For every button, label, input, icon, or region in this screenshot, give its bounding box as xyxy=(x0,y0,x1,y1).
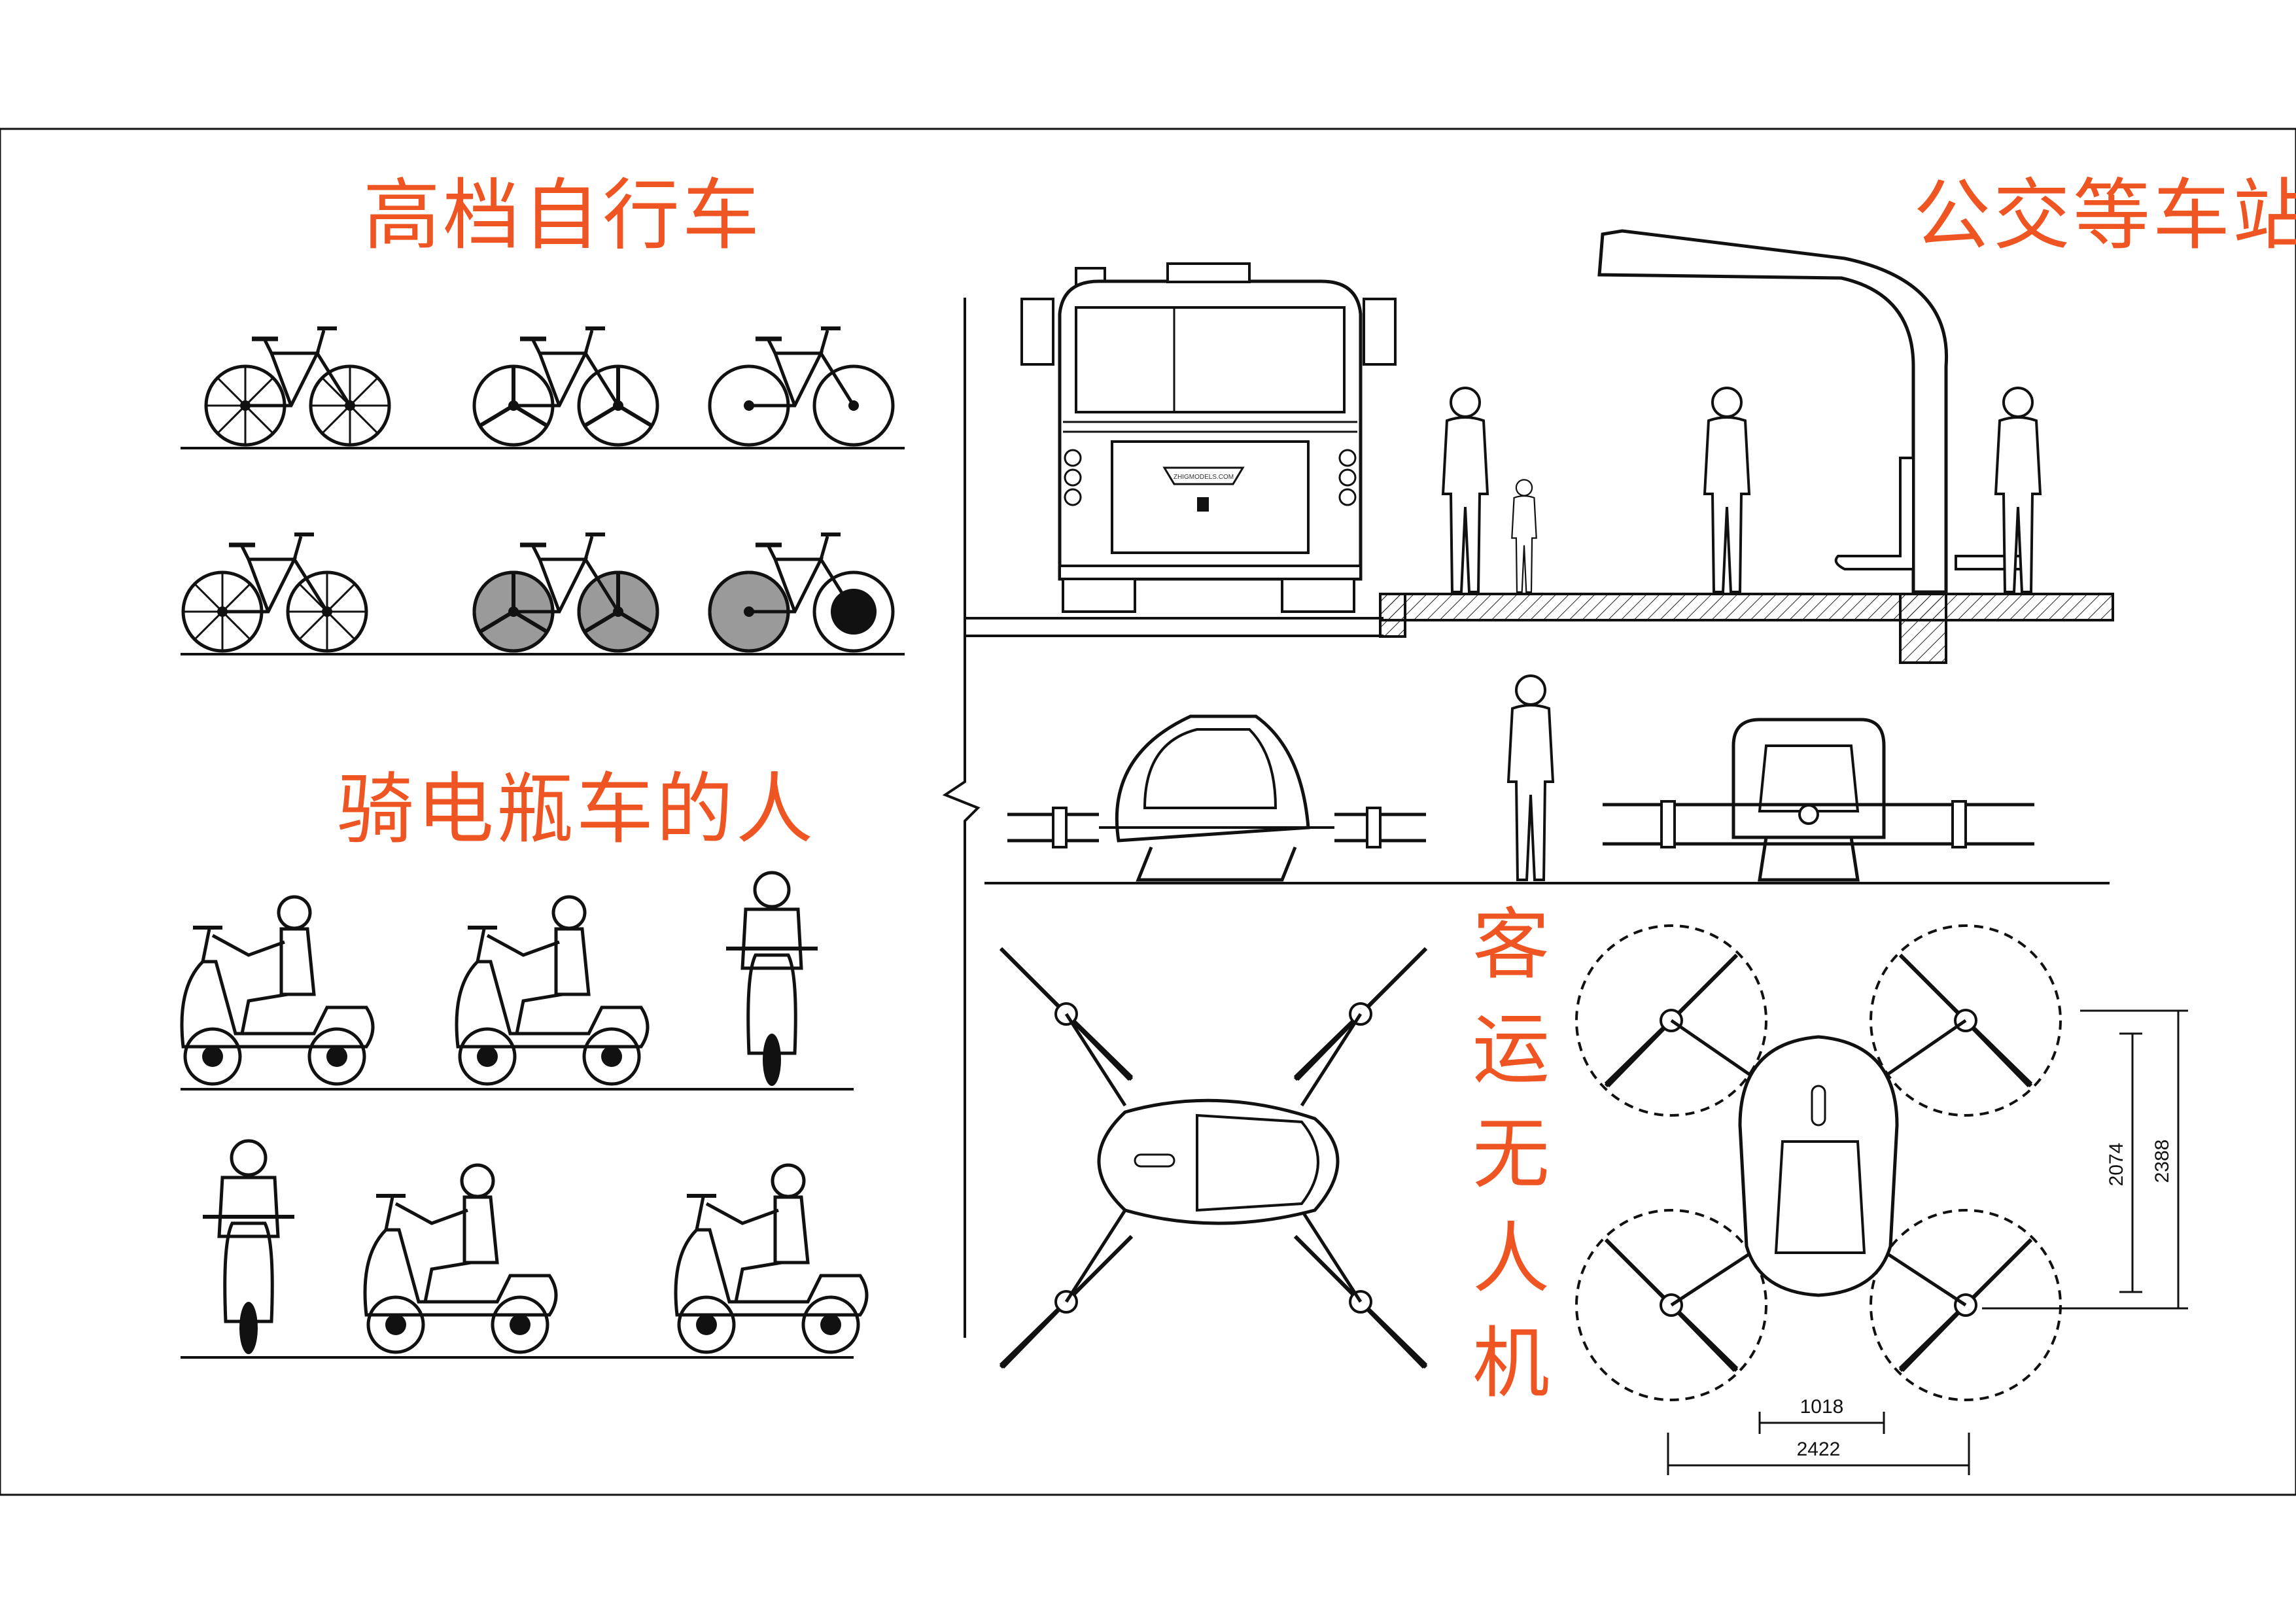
dimension-label-width-outer: 2422 xyxy=(1797,1439,1841,1460)
scooter-rider-icon xyxy=(676,1165,867,1352)
platform xyxy=(1379,593,2114,621)
passenger-drone-icon xyxy=(1603,718,2034,882)
sheet-frame xyxy=(0,128,2296,1496)
drone-top-view-icon xyxy=(1575,924,2062,1401)
title-drone-char: 机 xyxy=(1472,1318,1550,1408)
scooter-rider-icon xyxy=(365,1165,556,1352)
bikes-section xyxy=(181,328,905,655)
dimension-label-length-inner: 2074 xyxy=(2106,1143,2127,1187)
bicycle-icon xyxy=(710,534,893,651)
bicycle-icon xyxy=(710,328,893,445)
pedestrian-icon xyxy=(1442,387,1489,593)
bicycle-icon xyxy=(183,534,366,651)
dimension-label-length-outer: 2388 xyxy=(2151,1140,2173,1183)
drone-top-view-icon xyxy=(1001,949,1426,1367)
scooter-rider-icon xyxy=(457,897,648,1084)
bus-front-icon: ZHIGMODELS.COM xyxy=(1020,262,1397,613)
section-divider xyxy=(942,298,981,1338)
bus-plate-text: ZHIGMODELS.COM xyxy=(1174,474,1234,481)
scooter-rider-icon xyxy=(726,873,818,1086)
title-bikes: 高档自行车 xyxy=(363,170,763,260)
bicycle-icon xyxy=(474,328,657,445)
scooter-rider-icon xyxy=(182,897,373,1084)
title-drone-char: 人 xyxy=(1472,1213,1550,1304)
title-drone-char: 客 xyxy=(1472,899,1550,990)
scooter-rider-icon xyxy=(203,1141,294,1354)
title-drone: 客 运 无 人 机 xyxy=(1469,906,1554,1429)
pedestrian-icon xyxy=(1703,387,1750,593)
pedestrian-icon xyxy=(1507,674,1554,881)
bicycle-icon xyxy=(206,328,389,445)
dimension-label-width-inner: 1018 xyxy=(1800,1396,1844,1418)
pedestrian-icon xyxy=(1511,479,1537,593)
title-drone-char: 无 xyxy=(1472,1109,1550,1199)
passenger-drone-icon xyxy=(1007,716,1426,880)
dimension-lines xyxy=(1667,1009,2188,1475)
bus-stop-section: ZHIGMODELS.COM xyxy=(965,229,2114,664)
bicycle-icon xyxy=(474,534,657,651)
drone-side-section xyxy=(984,674,2110,884)
scooters-section xyxy=(181,873,867,1359)
bus-shelter-icon xyxy=(1597,229,2042,594)
title-bus-stop: 公交等车站 xyxy=(1913,170,2296,260)
title-drone-char: 运 xyxy=(1472,1004,1550,1094)
title-scooters: 骑电瓶车的人 xyxy=(337,764,816,854)
